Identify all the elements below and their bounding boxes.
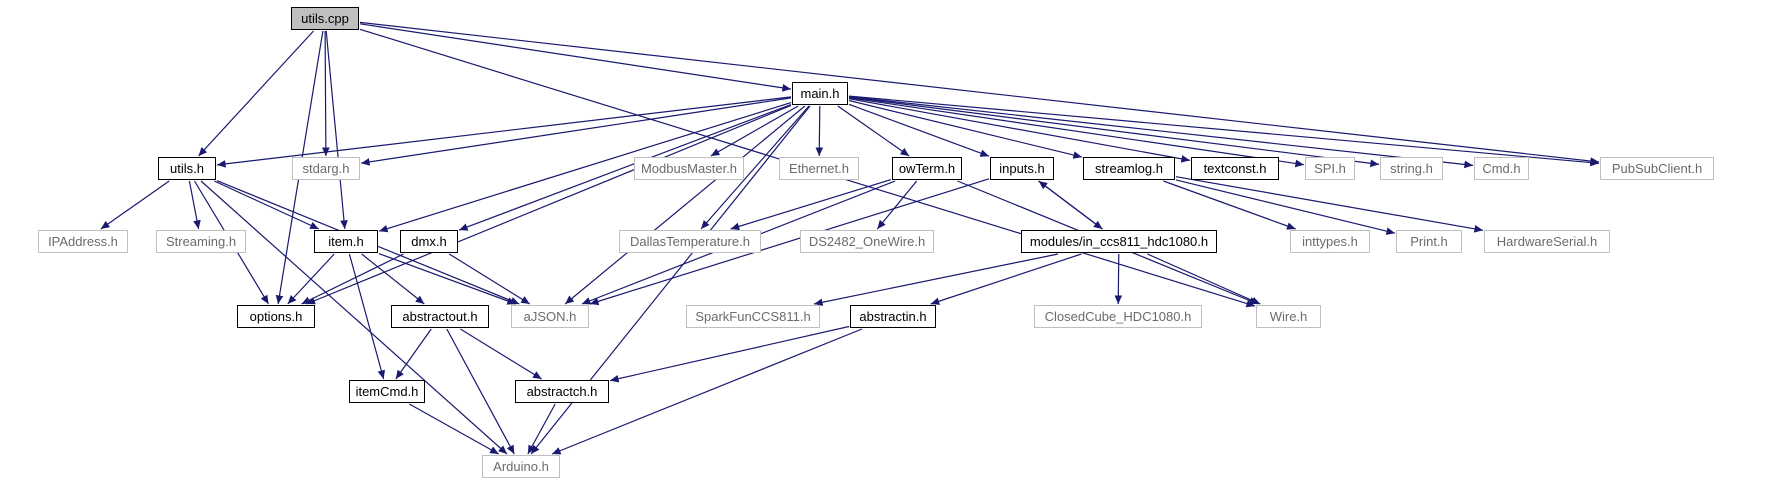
edge-in_ccs811_h-to-wire_h bbox=[1147, 253, 1261, 305]
node-inttypes-h: inttypes.h bbox=[1290, 230, 1370, 253]
node-in-ccs811-hdc1080-h[interactable]: modules/in_ccs811_hdc1080.h bbox=[1021, 230, 1217, 253]
edge-owterm_h-to-ds2482_h bbox=[876, 180, 918, 230]
edge-abstractch_h-to-arduino_h bbox=[527, 403, 556, 455]
edge-main_h-to-modbusmaster_h bbox=[710, 105, 799, 157]
edge-utils_h-to-arduino_h bbox=[200, 180, 508, 455]
edge-main_h-to-inputs_h bbox=[848, 103, 990, 157]
node-closedcube-hdc1080-h: ClosedCube_HDC1080.h bbox=[1034, 305, 1202, 328]
edge-main_h-to-dallastemperature_h bbox=[700, 105, 810, 230]
node-abstractch-h[interactable]: abstractch.h bbox=[515, 380, 609, 403]
node-ipaddress-h: IPAddress.h bbox=[38, 230, 128, 253]
edge-abstractout_h-to-arduino_h bbox=[446, 328, 515, 455]
edge-main_h-to-owterm_h bbox=[837, 105, 910, 157]
node-string-h: string.h bbox=[1380, 157, 1443, 180]
edge-utils_cpp-to-pubsubclient_h bbox=[359, 21, 1600, 165]
edge-abstractout_h-to-itemcmd_h bbox=[395, 328, 432, 380]
edge-utils_h-to-streaming_h bbox=[188, 180, 201, 230]
node-options-h[interactable]: options.h bbox=[237, 305, 315, 328]
node-cmd-h: Cmd.h bbox=[1474, 157, 1529, 180]
node-wire-h: Wire.h bbox=[1256, 305, 1321, 328]
edge-main_h-to-streamlog_h bbox=[848, 99, 1083, 159]
edge-main_h-to-stdarg_h bbox=[360, 97, 792, 166]
edge-main_h-to-pubsubclient_h bbox=[848, 95, 1600, 167]
edge-utils_h-to-ipaddress_h bbox=[100, 180, 170, 230]
node-streaming-h: Streaming.h bbox=[156, 230, 246, 253]
edge-main_h-to-item_h bbox=[378, 102, 792, 233]
node-utils-cpp[interactable]: utils.cpp bbox=[291, 7, 359, 30]
node-dallastemperature-h: DallasTemperature.h bbox=[619, 230, 761, 253]
edge-utils_cpp-to-main_h bbox=[359, 23, 792, 92]
edge-utils_cpp-to-utils_h bbox=[198, 30, 314, 157]
edge-in_ccs811_h-to-closedcube_h bbox=[1114, 253, 1123, 305]
node-print-h: Print.h bbox=[1396, 230, 1462, 253]
edge-itemcmd_h-to-arduino_h bbox=[409, 403, 499, 455]
edge-item_h-to-ajson_h bbox=[378, 253, 517, 305]
edge-dmx_h-to-ajson_h bbox=[448, 253, 531, 305]
edge-streamlog_h-to-hardwareserial_h bbox=[1175, 176, 1484, 233]
edge-inputs_h-to-ajson_h bbox=[589, 178, 990, 306]
edge-in_ccs811_h-to-sparkfun_h bbox=[813, 253, 1059, 307]
edge-streamlog_h-to-print_h bbox=[1175, 179, 1396, 235]
edge-utils_cpp-to-stdarg_h bbox=[322, 30, 330, 157]
edge-utils_cpp-to-item_h bbox=[325, 30, 348, 230]
edge-main_h-to-textconst_h bbox=[848, 98, 1191, 163]
node-itemcmd-h[interactable]: itemCmd.h bbox=[349, 380, 425, 403]
edge-abstractin_h-to-arduino_h bbox=[551, 328, 863, 455]
edge-utils_h-to-item_h bbox=[213, 180, 320, 230]
edge-main_h-to-options_h bbox=[306, 104, 792, 305]
edge-main_h-to-cmd_h bbox=[848, 96, 1474, 169]
edge-main_h-to-ethernet_h bbox=[815, 105, 824, 157]
edge-abstractin_h-to-abstractch_h bbox=[609, 325, 850, 383]
edge-owterm_h-to-dallastemperature_h bbox=[730, 179, 892, 231]
edge-item_h-to-itemcmd_h bbox=[348, 253, 386, 380]
edge-item_h-to-abstractout_h bbox=[361, 253, 425, 305]
node-streamlog-h[interactable]: streamlog.h bbox=[1083, 157, 1175, 180]
node-ethernet-h: Ethernet.h bbox=[779, 157, 859, 180]
node-utils-h[interactable]: utils.h bbox=[158, 157, 216, 180]
edge-main_h-to-utils_h bbox=[216, 96, 792, 168]
node-abstractout-h[interactable]: abstractout.h bbox=[391, 305, 489, 328]
edge-streamlog_h-to-inttypes_h bbox=[1163, 180, 1296, 230]
node-stdarg-h: stdarg.h bbox=[292, 157, 360, 180]
node-arduino-h: Arduino.h bbox=[482, 455, 560, 478]
edge-main_h-to-spi_h bbox=[848, 97, 1305, 168]
node-owterm-h[interactable]: owTerm.h bbox=[892, 157, 962, 180]
edge-in_ccs811_h-to-inputs_h bbox=[1038, 180, 1103, 230]
node-spi-h: SPI.h bbox=[1305, 157, 1355, 180]
edge-item_h-to-options_h bbox=[287, 253, 335, 305]
edge-main_h-to-dmx_h bbox=[458, 103, 792, 231]
node-textconst-h[interactable]: textconst.h bbox=[1191, 157, 1279, 180]
node-pubsubclient-h: PubSubClient.h bbox=[1600, 157, 1714, 180]
edge-layer bbox=[100, 21, 1600, 455]
edge-in_ccs811_h-to-abstractin_h bbox=[930, 253, 1082, 305]
node-main-h[interactable]: main.h bbox=[792, 82, 848, 105]
node-dmx-h[interactable]: dmx.h bbox=[400, 230, 458, 253]
node-hardwareserial-h: HardwareSerial.h bbox=[1484, 230, 1610, 253]
edge-main_h-to-ajson_h bbox=[564, 105, 806, 305]
edge-main_h-to-string_h bbox=[848, 96, 1380, 168]
node-modbusmaster-h: ModbusMaster.h bbox=[634, 157, 744, 180]
node-abstractin-h[interactable]: abstractin.h bbox=[850, 305, 936, 328]
node-item-h[interactable]: item.h bbox=[314, 230, 378, 253]
node-inputs-h[interactable]: inputs.h bbox=[990, 157, 1054, 180]
node-ds2482-onewire-h: DS2482_OneWire.h bbox=[800, 230, 934, 253]
node-ajson-h: aJSON.h bbox=[511, 305, 589, 328]
edge-dmx_h-to-options_h bbox=[301, 253, 404, 305]
node-sparkfunccs811-h: SparkFunCCS811.h bbox=[686, 305, 820, 328]
edge-abstractout_h-to-abstractch_h bbox=[459, 328, 543, 380]
